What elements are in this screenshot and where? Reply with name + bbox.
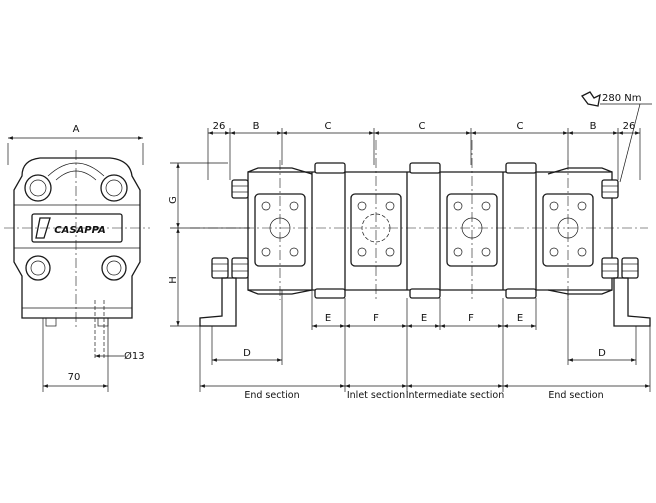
dim-d-left-label: D: [243, 348, 251, 359]
dim-26-left-label: 26: [213, 121, 226, 132]
tie-rod-nut-top-right: [601, 179, 619, 199]
wrench-icon: [581, 91, 601, 107]
dim-b-left-label: B: [253, 121, 260, 132]
tie-rod-nut-bottom-right: [601, 257, 639, 279]
dim-c-2-label: C: [419, 121, 426, 132]
dim-e-1-label: E: [325, 313, 331, 324]
dim-d-right-label: D: [598, 348, 606, 359]
bolt-boss-bottom-right: [101, 255, 127, 281]
intermediate-section-label: Intermediate section: [406, 390, 505, 401]
dim-a-label: A: [73, 124, 80, 135]
dim-f-1-label: F: [373, 313, 379, 324]
dim-h-label: H: [168, 276, 179, 284]
torque-label: 280 Nm: [602, 93, 642, 104]
end-section-left-label: End section: [244, 390, 299, 401]
mounting-bracket-left: [199, 277, 237, 327]
end-section-right-label: End section: [548, 390, 603, 401]
dim-e-2-label: E: [421, 313, 427, 324]
dim-26-right-label: 26: [623, 121, 636, 132]
tie-rod-nut-top-left: [231, 179, 249, 199]
mounting-bracket-right: [613, 277, 651, 327]
dim-g-label: G: [168, 196, 179, 204]
side-view: G H 26 B C C C B 26 280 Nm: [168, 91, 652, 401]
dim-c-3-label: C: [517, 121, 524, 132]
brand-label: CASAPPA: [54, 225, 106, 236]
end-view: A CASAPPA 70 Ø13: [4, 124, 150, 392]
dim-e-3-label: E: [517, 313, 523, 324]
casappa-logo-icon: [35, 217, 51, 239]
inlet-section-label: Inlet section: [347, 390, 405, 401]
bolt-boss-top-left: [24, 174, 52, 202]
bolt-boss-bottom-left: [25, 255, 51, 281]
dim-hole-label: Ø13: [124, 350, 145, 362]
bolt-boss-top-right: [100, 174, 128, 202]
dim-b-right-label: B: [590, 121, 597, 132]
dim-c-1-label: C: [325, 121, 332, 132]
dim-70-label: 70: [68, 372, 81, 383]
dim-f-2-label: F: [468, 313, 474, 324]
tie-rod-nut-bottom-left: [211, 257, 249, 279]
